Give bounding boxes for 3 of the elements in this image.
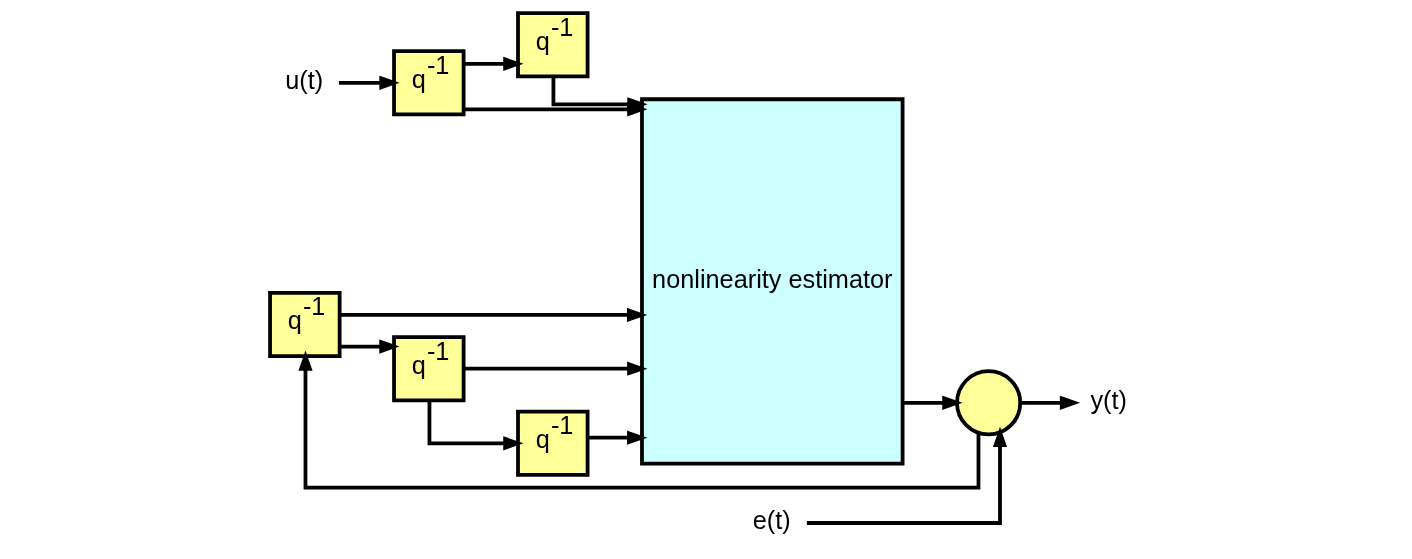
node-text: u(t) — [284, 66, 323, 95]
node-text: y(t) — [1089, 386, 1127, 415]
node-text: e(t) — [752, 506, 791, 535]
